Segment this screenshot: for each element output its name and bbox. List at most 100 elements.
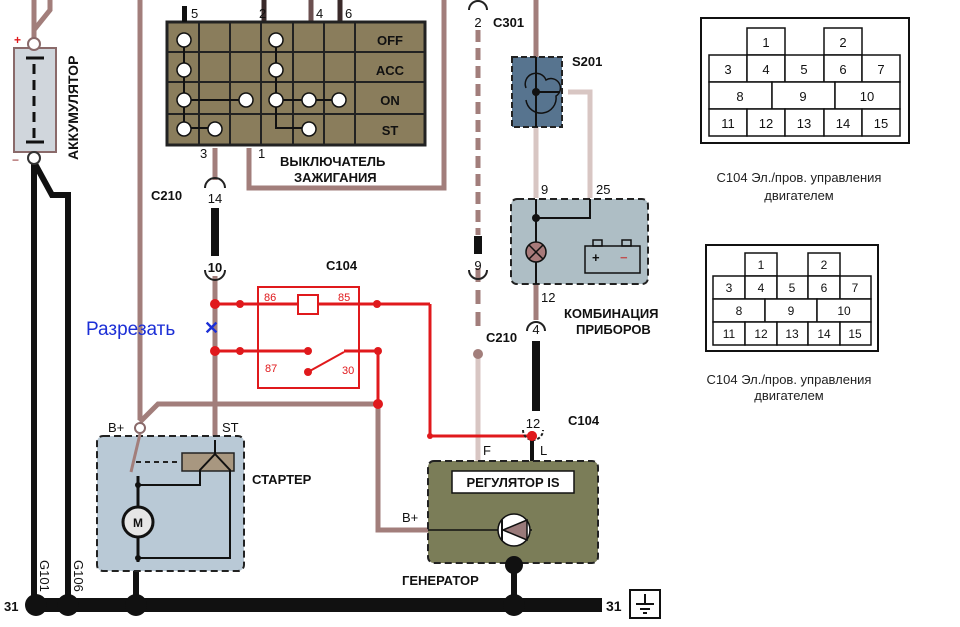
s201-label: S201 [572, 54, 602, 69]
brown-wires [31, 0, 539, 533]
ground-symbol-icon [629, 589, 661, 619]
switch-pin-3: 3 [200, 146, 207, 161]
s201-splice: S201 [511, 54, 602, 128]
regulator-box [451, 470, 575, 494]
pin-cell: 9 [799, 89, 806, 104]
switch-label-line2: ЗАЖИГАНИЯ [294, 170, 377, 185]
battery-minus-terminal [27, 151, 41, 165]
g101-label: G101 [37, 560, 52, 592]
pinout-caption-line2: двигателем [754, 388, 824, 403]
c210-right-label: C210 [486, 330, 517, 345]
pin-cell: 10 [837, 304, 851, 318]
ground-bus-label: 31 [4, 599, 18, 614]
pin-cell: 15 [874, 116, 888, 131]
pin-cell: 2 [839, 35, 846, 50]
pin-cell: 5 [800, 62, 807, 77]
ground-node-generator [503, 594, 525, 616]
c210-pin-4: 4 [532, 322, 539, 337]
switch-contacts [176, 32, 347, 137]
battery-plus-terminal [27, 37, 41, 51]
c104-right-label: C104 [568, 413, 600, 428]
pinout-caption-line2: двигателем [764, 188, 834, 203]
wire-ground-g106 [31, 160, 71, 600]
relay-pin-87: 87 [265, 363, 277, 375]
pin-cell: 13 [785, 327, 799, 341]
switch-pin-5: 5 [191, 6, 198, 21]
pin-cell: 1 [762, 35, 769, 50]
cut-mark-icon: ✕ [204, 318, 219, 338]
regulator-label: РЕГУЛЯТОР IS [466, 475, 559, 490]
connector-c210-left: 14 10 C210 [151, 177, 226, 281]
pin-cell: 3 [726, 281, 733, 295]
starter: M B+ ST СТАРТЕР [96, 420, 312, 572]
pin-cell: 4 [762, 62, 769, 77]
cluster-battery-minus: − [620, 250, 628, 265]
g106-label: G106 [71, 560, 86, 592]
pin-cell: 4 [758, 281, 765, 295]
generator-l-label: L [540, 443, 547, 458]
switch-pin-4: 4 [316, 6, 323, 21]
relay-box [257, 286, 360, 389]
battery-plus-sign: + [14, 33, 21, 47]
ground-bus-31 [30, 598, 602, 612]
ground-node-starter [125, 594, 147, 616]
pinout-caption-line1: C104 Эл./пров. управления [707, 372, 872, 387]
pin-cell: 1 [758, 258, 765, 272]
pin-cell: 9 [788, 304, 795, 318]
switch-label-line1: ВЫКЛЮЧАТЕЛЬ [280, 154, 385, 169]
wire-s201-to-cluster-25 [568, 89, 593, 198]
c104-pin-12: 12 [526, 416, 540, 431]
pinout-diagram-1: 1 2 3 4 5 6 7 8 9 10 11 12 13 14 15 C104… [700, 17, 910, 203]
c210-pin-10: 10 [208, 260, 222, 275]
pin-cell: 2 [821, 258, 828, 272]
ignition-switch[interactable]: OFF ACC ON ST 5 2 4 6 3 1 ВЫКЛЮЧАТЕЛЬ ЗА… [165, 6, 427, 185]
pin-cell: 7 [877, 62, 884, 77]
light-wires [475, 89, 593, 465]
pinout-diagram-2: 1 2 3 4 5 6 7 8 9 10 11 12 13 14 15 C104… [705, 244, 879, 403]
cluster-pin-9: 9 [541, 182, 548, 197]
battery: + − АККУМУЛЯТОР [12, 33, 81, 167]
cluster-pin-25: 25 [596, 182, 610, 197]
c301-label: C301 [493, 15, 524, 30]
relay-pin-30: 30 [342, 365, 354, 377]
battery-label: АККУМУЛЯТОР [65, 56, 81, 160]
c301-pin-2: 2 [474, 15, 481, 30]
switch-position-off: OFF [377, 33, 403, 48]
wire-switch-pin1-loop [246, 0, 447, 191]
relay [215, 286, 532, 438]
generator-f-label: F [483, 443, 491, 458]
switch-position-on: ON [380, 93, 400, 108]
switch-pin-1: 1 [258, 146, 265, 161]
battery-symbol-icon: + − [584, 239, 641, 274]
cluster-battery-plus: + [592, 250, 600, 265]
starter-bplus-label: B+ [108, 420, 124, 435]
generator: РЕГУЛЯТОР IS F L B+ ГЕНЕРАТОР [402, 436, 599, 588]
pin-cell: 3 [724, 62, 731, 77]
cut-note: Разрезать [86, 319, 175, 340]
wire-c210-black [211, 208, 219, 256]
starter-motor-icon [121, 505, 155, 539]
c210-pin-9: 9 [474, 258, 481, 273]
pin-cell: 5 [789, 281, 796, 295]
instrument-cluster: + − 9 25 12 КОМБИНАЦИЯ ПРИБОРОВ [510, 182, 659, 337]
pin-cell: 14 [836, 116, 850, 131]
splice-c210-mid [473, 349, 483, 359]
pin-cell: 14 [817, 327, 831, 341]
pin-cell: 11 [721, 116, 735, 131]
starter-st-label: ST [222, 420, 239, 435]
pin-cell: 8 [736, 89, 743, 104]
generator-label: ГЕНЕРАТОР [402, 573, 479, 588]
switch-position-st: ST [382, 123, 399, 138]
ground-bus-right-label: 31 [606, 598, 622, 614]
relay-coil [297, 294, 319, 315]
ground-node-g106 [57, 594, 79, 616]
pin-cell: 7 [852, 281, 859, 295]
relay-nodes [210, 299, 537, 441]
battery-minus-sign: − [12, 153, 19, 167]
pin-cell: 15 [848, 327, 862, 341]
pin-cell: 12 [754, 327, 768, 341]
switch-position-acc: ACC [376, 63, 405, 78]
starter-label: СТАРТЕР [252, 472, 312, 487]
cluster-label-line1: КОМБИНАЦИЯ [564, 306, 659, 321]
